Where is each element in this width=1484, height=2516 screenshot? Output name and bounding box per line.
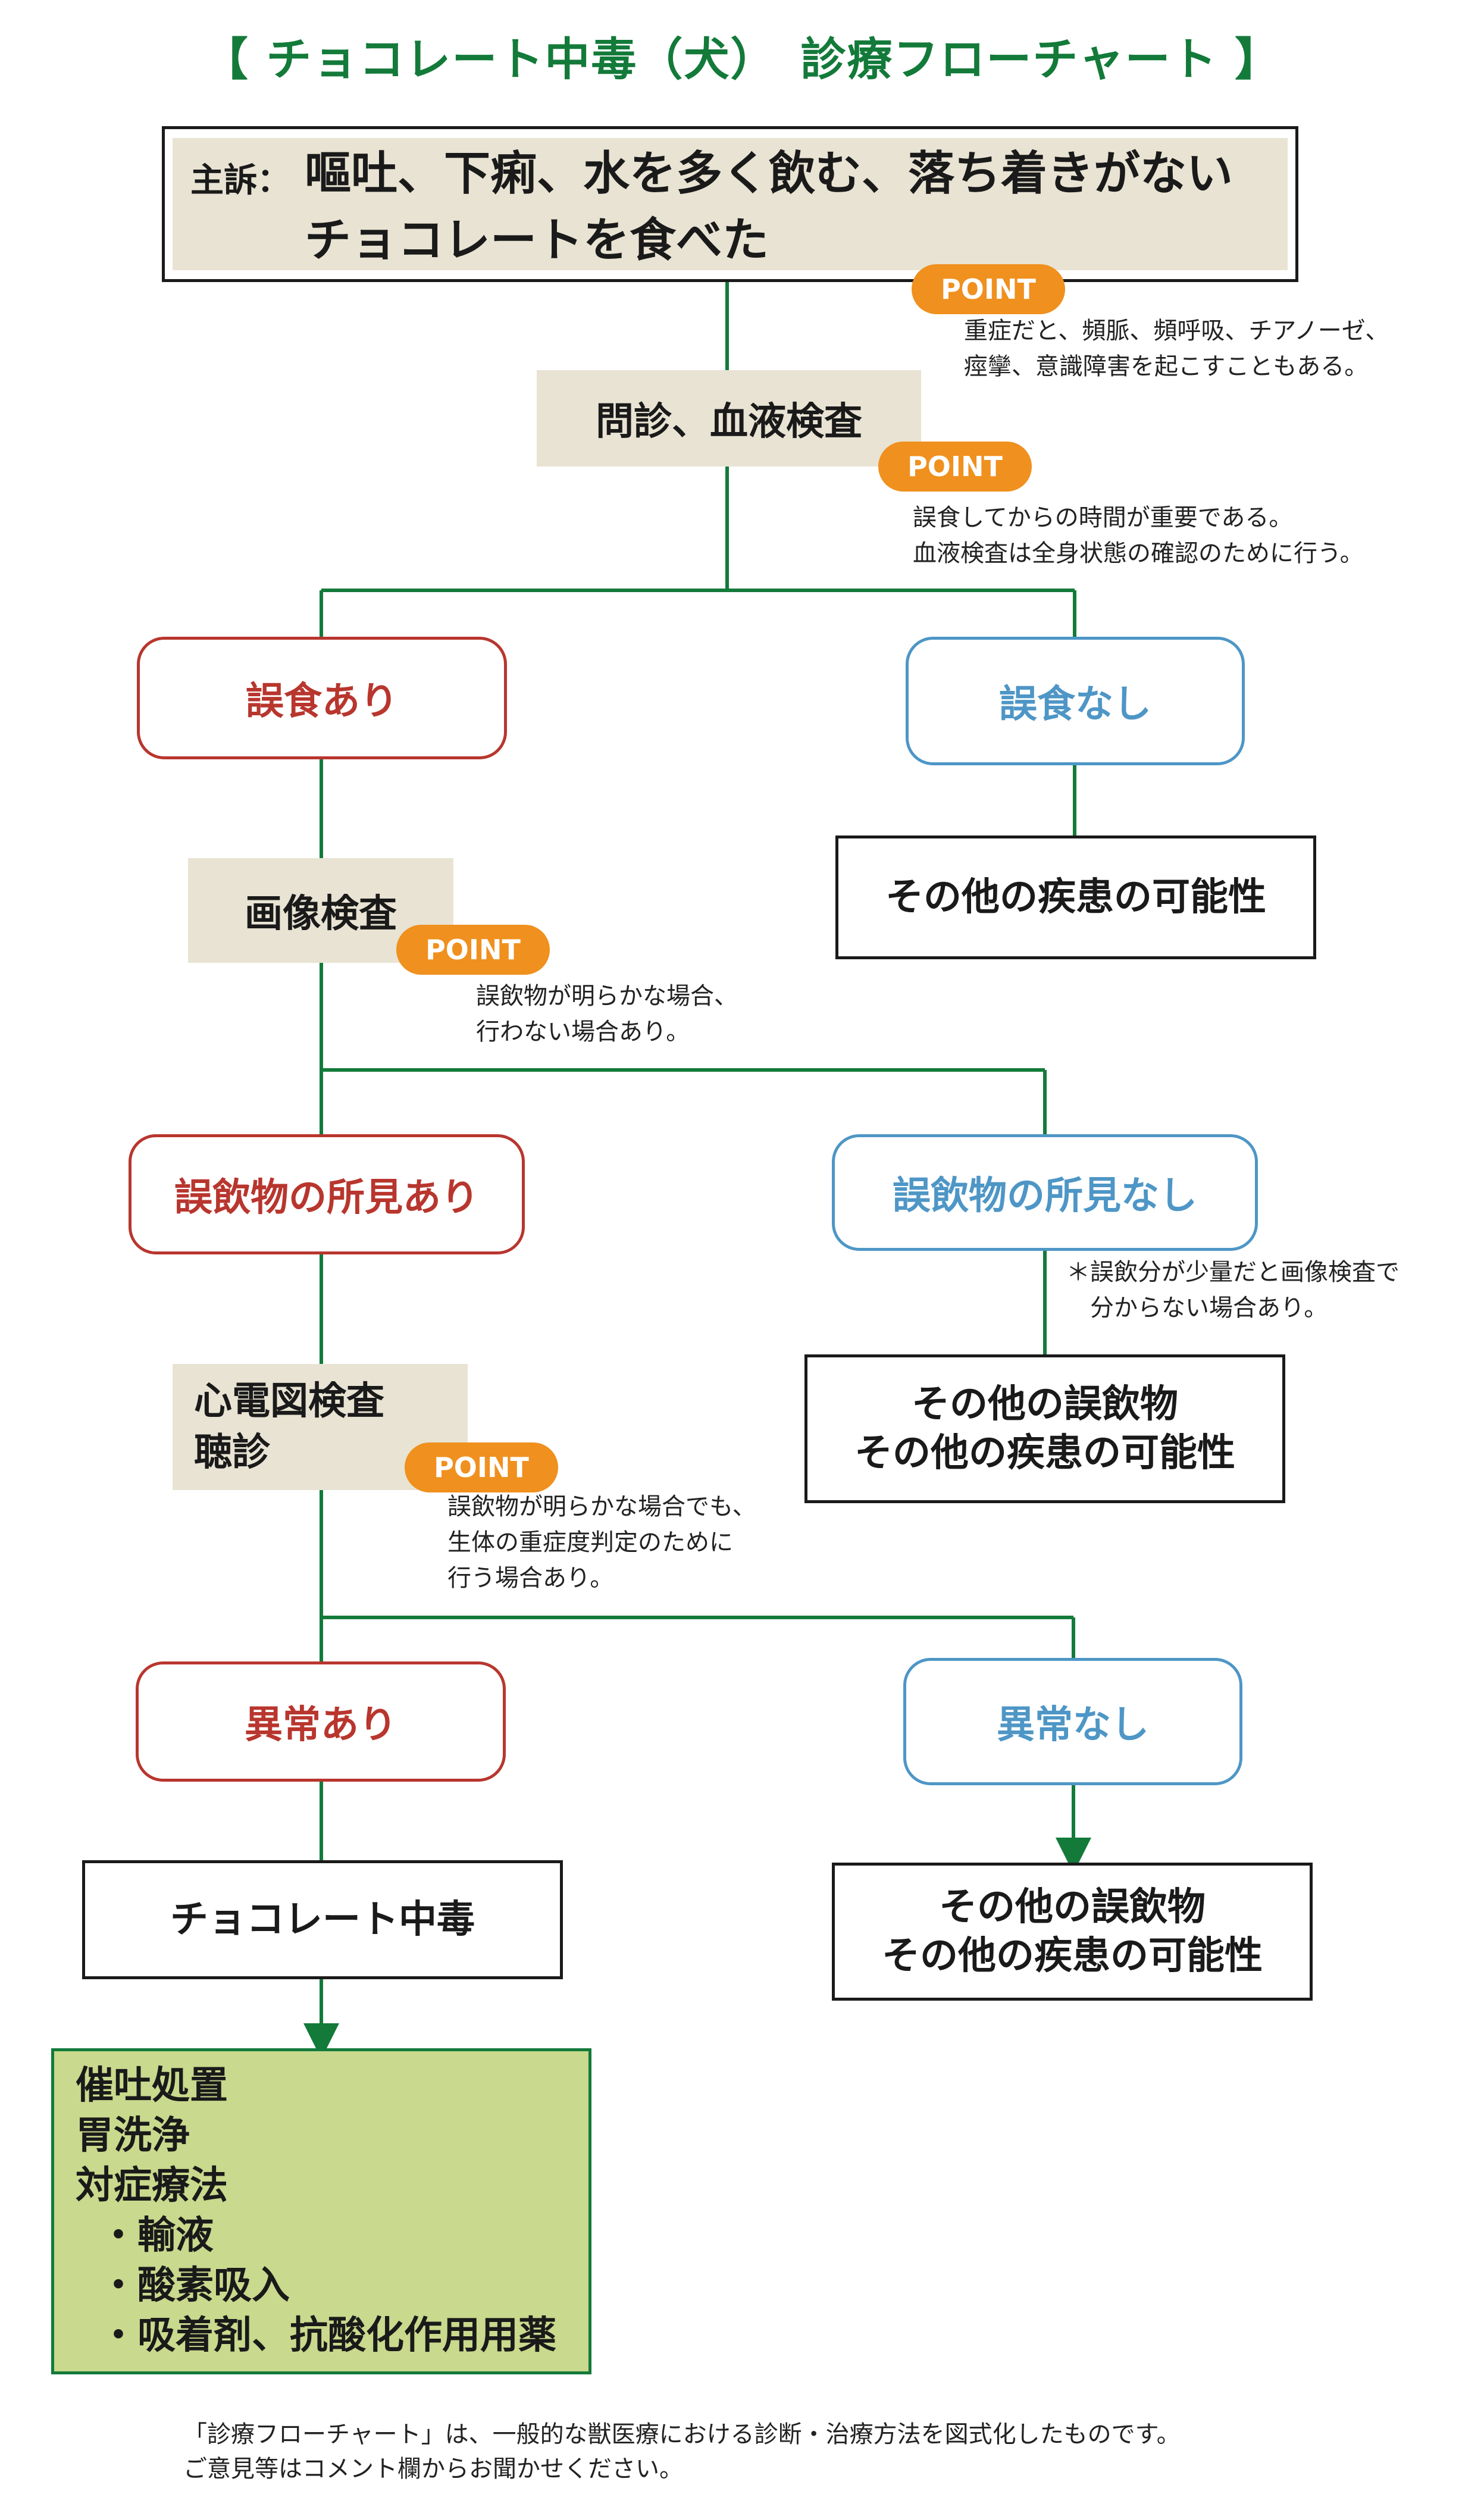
point-note-2: 誤食してからの時間が重要である。 血液検査は全身状態の確認のために行う。 [913,500,1364,571]
point-note-4-line2: 生体の重症度判定のために [447,1529,733,1556]
outcome-other-foreign-body-2-line2: その他の疾患の可能性 [882,1934,1263,1978]
point-note-4-line3: 行う場合あり。 [447,1564,614,1592]
step-ecg-line2: 聴診 [194,1431,270,1475]
finding-no-note-line2: 分からない場合あり。 [1066,1294,1328,1322]
chief-complaint-background [173,138,1288,270]
point-note-3-line2: 行わない場合あり。 [476,1018,690,1046]
point-badge-3: POINT [396,925,550,975]
point-badge-1: POINT [912,264,1065,314]
treatment-item-1: 催吐処置 [76,2064,228,2108]
step-ecg-line1: 心電図検査 [194,1379,384,1423]
treatment-box: 催吐処置 胃洗浄 対症療法 ・輸液 ・酸素吸入 ・吸着剤、抗酸化作用用薬 [51,2048,591,2374]
point-note-2-line2: 血液検査は全身状態の確認のために行う。 [913,540,1364,567]
point-note-4-line1: 誤飲物が明らかな場合でも、 [447,1493,756,1520]
point-note-1-line2: 痙攣、意識障害を起こすこともある。 [964,353,1369,380]
treatment-item-6: ・吸着剤、抗酸化作用用薬 [99,2314,556,2358]
chief-complaint-line1: 嘔吐、下痢、水を多く飲む、落ち着きがない [305,147,1233,201]
point-note-4: 誤飲物が明らかな場合でも、 生体の重症度判定のために 行う場合あり。 [447,1489,756,1596]
point-note-1: 重症だと、頻脈、頻呼吸、チアノーゼ、 痙攣、意識障害を起こすこともある。 [964,313,1389,384]
treatment-item-5: ・酸素吸入 [99,2264,290,2308]
outcome-other-foreign-body-1-line2: その他の疾患の可能性 [854,1431,1235,1475]
branch-finding-no: 誤飲物の所見なし [832,1134,1258,1251]
point-note-3-line1: 誤飲物が明らかな場合、 [476,982,738,1010]
outcome-chocolate-poisoning: チョコレート中毒 [82,1860,563,1979]
chief-complaint-line2: チョコレートを食べた [305,214,769,267]
outcome-other-foreign-body-2: その他の誤飲物 その他の疾患の可能性 [832,1863,1313,2001]
branch-ingestion-no: 誤食なし [906,637,1245,765]
branch-abnormal-yes: 異常あり [136,1661,506,1782]
page-title: 【 チョコレート中毒（犬） 診療フローチャート 】 [202,33,1282,86]
treatment-item-3: 対症療法 [76,2164,228,2208]
treatment-item-4: ・輸液 [99,2214,214,2258]
branch-ingestion-yes: 誤食あり [137,637,507,759]
branch-abnormal-no: 異常なし [903,1658,1242,1785]
point-badge-2: POINT [878,442,1032,492]
outcome-other-foreign-body-2-line1: その他の誤飲物 [939,1885,1206,1929]
step-interview-blood-test: 問診、血液検査 [537,370,921,467]
treatment-item-2: 胃洗浄 [76,2114,190,2158]
chief-complaint-text: 嘔吐、下痢、水を多く飲む、落ち着きがない チョコレートを食べた [305,140,1233,274]
point-badge-4: POINT [405,1442,558,1492]
outcome-other-foreign-body-1: その他の誤飲物 その他の疾患の可能性 [804,1354,1285,1503]
outcome-other-foreign-body-1-line1: その他の誤飲物 [912,1382,1178,1426]
chief-complaint-label: 主訴： [190,161,290,200]
footer-note: 「診療フローチャート」は、一般的な獣医療における診断・治療方法を図式化したもので… [183,2417,1181,2486]
footer-line2: ご意見等はコメント欄からお聞かせください。 [183,2455,683,2483]
point-note-2-line1: 誤食してからの時間が重要である。 [913,504,1293,531]
point-note-3: 誤飲物が明らかな場合、 行わない場合あり。 [476,978,738,1050]
point-note-1-line1: 重症だと、頻脈、頻呼吸、チアノーゼ、 [964,317,1389,345]
outcome-other-disease: その他の疾患の可能性 [835,835,1316,959]
footer-line1: 「診療フローチャート」は、一般的な獣医療における診断・治療方法を図式化したもので… [183,2421,1181,2448]
finding-no-note-line1: ＊誤飲分が少量だと画像検査で [1066,1259,1400,1286]
finding-no-note: ＊誤飲分が少量だと画像検査で 分からない場合あり。 [1066,1254,1400,1326]
step-ecg-auscultation: 心電図検査 聴診 [173,1364,468,1490]
branch-finding-yes: 誤飲物の所見あり [129,1134,525,1254]
